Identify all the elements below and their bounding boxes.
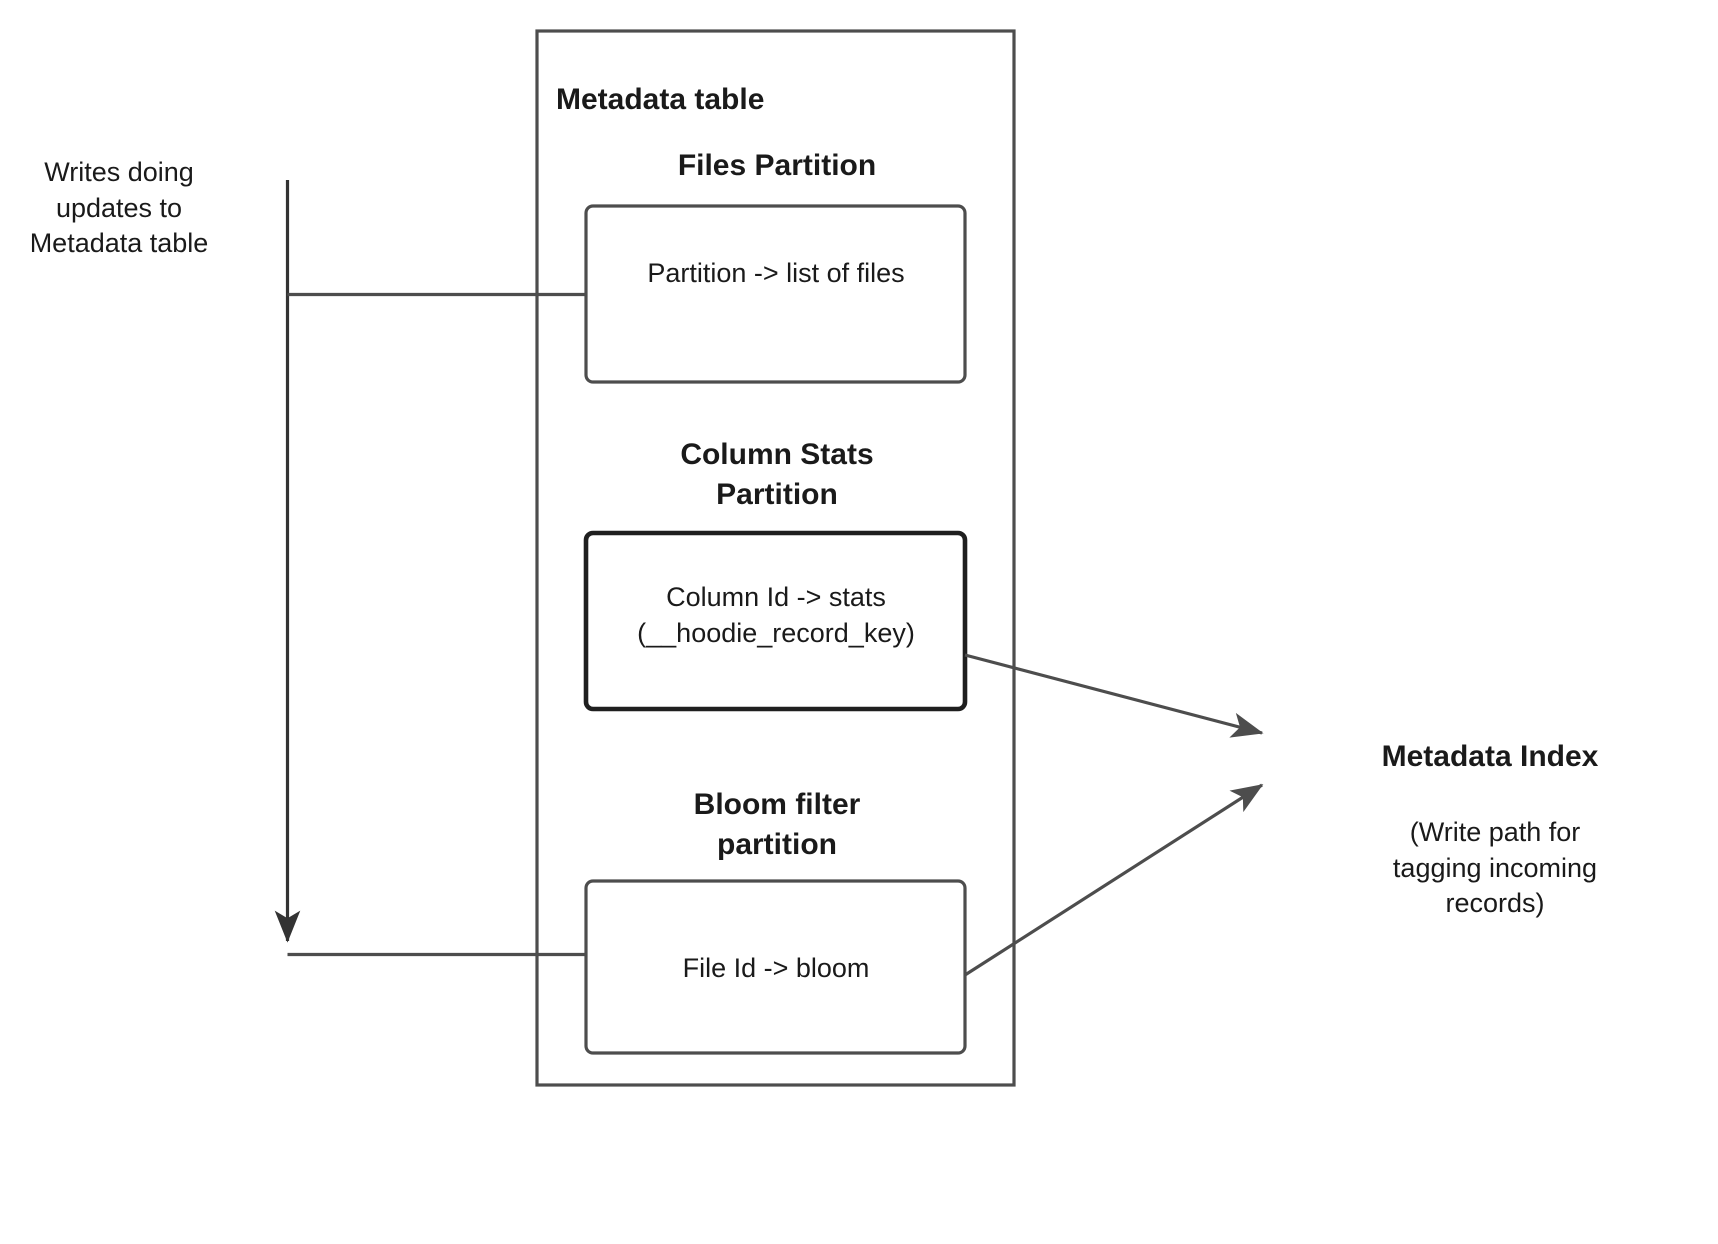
files-partition-heading: Files Partition	[677, 149, 877, 182]
metadata-index-note: (Write path for tagging incoming records…	[1392, 817, 1598, 919]
files-partition-box	[584, 204, 967, 384]
bloom-filter-body-text: File Id -> bloom	[682, 953, 870, 983]
metadata-index-title: Metadata Index	[1381, 740, 1599, 773]
writes-annotation-label: Writes doing updates to Metadata table	[29, 157, 209, 259]
bloom-filter-to-index-arrow	[964, 783, 1264, 977]
metadata-table-title: Metadata table	[556, 83, 765, 116]
bloom-filter-partition-heading: Bloom filter partition	[693, 788, 861, 861]
column-stats-body-text: Column Id -> stats (__hoodie_record_key)	[637, 582, 915, 648]
metadata-table-container	[535, 29, 1016, 1087]
files-partition-body-text: Partition -> list of files	[647, 258, 905, 288]
column-stats-to-index-arrow	[964, 653, 1264, 738]
column-stats-partition-heading: Column Stats Partition	[680, 438, 874, 511]
